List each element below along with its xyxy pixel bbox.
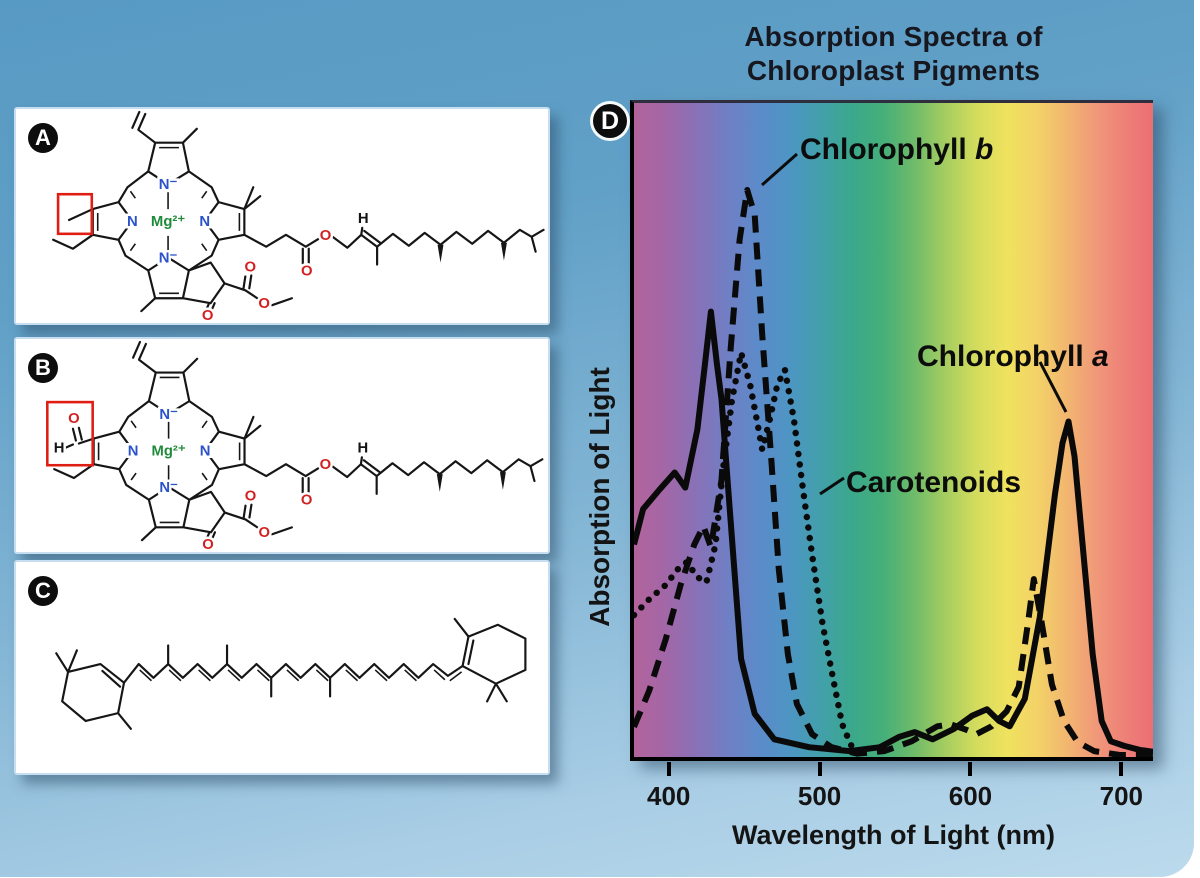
y-axis-label: Absorption of Light	[584, 367, 615, 627]
o-atom-label: O	[258, 296, 270, 312]
h-atom-label: H	[358, 211, 369, 227]
aldehyde-bonds	[64, 426, 95, 449]
figure-title: Absorption Spectra of Chloroplast Pigmen…	[634, 20, 1153, 88]
mg-atom-label: Mg²⁺	[151, 214, 185, 230]
chain-double-bonds	[139, 669, 463, 682]
o-atom-label: O	[245, 489, 257, 505]
panel-carotenoid: C	[14, 560, 550, 775]
red-highlight-box	[46, 400, 94, 467]
panel-chlorophyll-b: B O H N⁻ N N N⁻ Mg²⁺ O O O O O	[14, 337, 550, 554]
mg-atom-label: Mg²⁺	[152, 443, 186, 459]
carbomethoxy-group	[223, 274, 293, 307]
n-atom-label: N⁻	[159, 177, 178, 193]
chlorophyll-b-label-italic: b	[975, 133, 994, 166]
n-atom-label: N⁻	[159, 480, 178, 496]
right-ionone-ring	[453, 617, 527, 703]
o-atom-label: O	[245, 259, 257, 275]
n-atom-label: N	[128, 443, 139, 459]
carotenoids-pointer-line	[819, 476, 845, 496]
polyene-chain	[122, 644, 464, 698]
curve-chlorophyll-a	[634, 308, 1153, 755]
chlorophyll-b-label-text: Chlorophyll	[800, 133, 975, 166]
methyl-and-ethyl-groups	[53, 357, 262, 542]
panel-c-badge: C	[28, 576, 58, 606]
ketone-group	[204, 302, 216, 313]
x-axis-tick	[817, 762, 822, 776]
o-atom-label: O	[259, 525, 271, 541]
n-atom-label: N	[200, 443, 211, 459]
n-atom-label: N	[127, 214, 138, 230]
x-axis-tick-label: 600	[948, 781, 993, 811]
ring-double-bonds	[96, 146, 241, 295]
chlorophyll-a-pointer-line	[1038, 361, 1068, 413]
chlorophyll-a-label-text: Chlorophyll	[917, 340, 1092, 373]
x-axis-tick-label: 400	[647, 781, 691, 811]
spectra-curves	[634, 152, 1153, 757]
ketone-group	[204, 531, 217, 542]
n-atom-label: N⁻	[159, 251, 178, 267]
chlorophyll-a-label: Chlorophyll a	[917, 340, 1109, 374]
ring-double-bonds	[97, 376, 241, 524]
red-highlight-box	[56, 192, 94, 236]
o-atom-label: O	[301, 263, 313, 279]
curve-chlorophyll-b	[634, 187, 1153, 757]
methyl-and-ethyl-groups	[52, 127, 262, 313]
o-atom-label: O	[301, 493, 312, 509]
panel-b-badge: B	[28, 353, 58, 383]
phytol-tail	[375, 458, 544, 483]
tail-methyl-wedge-1	[437, 244, 444, 263]
chlorophyll-b-pointer-line	[761, 152, 798, 187]
x-axis-tick	[1119, 762, 1124, 776]
figure-title-line1: Absorption Spectra of	[744, 21, 1043, 52]
tail-methyl-wedge-1	[436, 474, 443, 492]
chlorophyll-a-structure: N⁻ N N N⁻ Mg²⁺ O O O O O H	[52, 110, 545, 323]
left-ionone-ring	[55, 649, 132, 730]
carotenoid-structure	[55, 617, 527, 730]
o-atom-label: O	[320, 457, 331, 473]
tail-methyl-wedge-2	[500, 242, 507, 261]
panel-d-badge: D	[593, 104, 627, 138]
o-atom-label: O	[202, 537, 214, 552]
x-axis-tick-label: 500	[797, 781, 842, 811]
x-axis-tick	[968, 762, 973, 776]
h-atom-label: H	[358, 440, 369, 456]
carotenoids-label-text: Carotenoids	[846, 466, 1022, 499]
phytol-tail	[376, 228, 545, 253]
highlighted-methyl-bond	[67, 207, 94, 222]
o-atom-label: O	[202, 308, 214, 323]
n-atom-label: N⁻	[159, 407, 178, 423]
chlorophyll-a-label-italic: a	[1092, 340, 1109, 373]
panel-chlorophyll-a: A N⁻ N N N⁻ Mg²⁺ O O O O O H	[14, 107, 550, 325]
curve-carotenoids	[634, 349, 857, 753]
h-atom-label: H	[54, 440, 65, 456]
chlorophyll-b-label: Chlorophyll b	[800, 133, 993, 167]
o-atom-label: O	[320, 228, 332, 244]
propionate-ester-chain	[243, 456, 381, 495]
panel-a-badge: A	[28, 123, 58, 153]
vinyl-group	[131, 110, 157, 144]
x-axis-tick-label: 700	[1099, 781, 1143, 811]
x-axis-ticks: 400 500 600 700	[634, 761, 1153, 821]
o-atom-label: O	[68, 411, 80, 427]
n-atom-label: N	[199, 214, 210, 230]
carotenoids-label: Carotenoids	[846, 466, 1021, 500]
figure-title-line2: Chloroplast Pigments	[746, 55, 1041, 87]
x-axis-label: Wavelength of Light (nm)	[732, 820, 1055, 850]
carbomethoxy-group	[223, 503, 293, 536]
tail-methyl-wedge-2	[499, 472, 506, 490]
vinyl-group	[132, 340, 157, 374]
x-axis-tick	[666, 762, 671, 776]
propionate-ester-chain	[243, 226, 382, 266]
chlorophyll-b-structure: O H N⁻ N N N⁻ Mg²⁺ O O O O O H	[46, 340, 544, 552]
